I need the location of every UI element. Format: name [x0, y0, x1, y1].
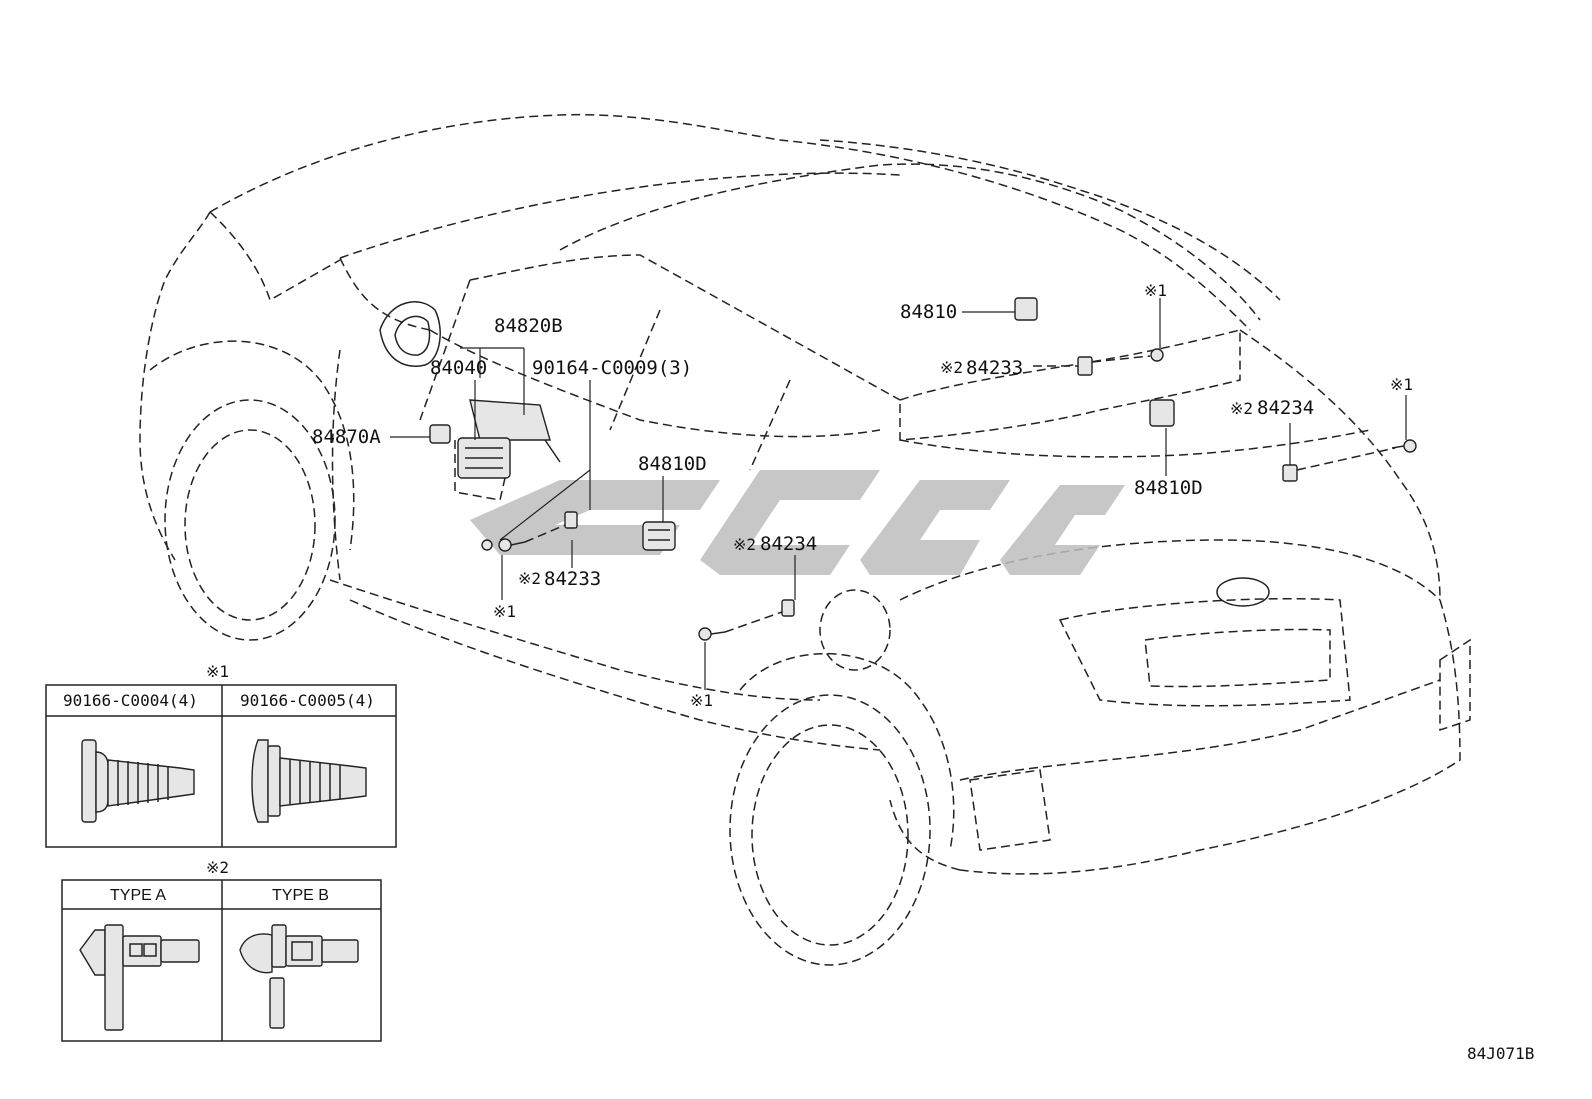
part-84040-switch-icon [454, 437, 511, 501]
label-84040: 84040 [430, 357, 487, 379]
clip-84234-mid-icon [781, 599, 795, 617]
note2-mark-84233-left: ※2 [518, 569, 541, 588]
legend-note2-table: ※2 TYPE A TYPE B [61, 858, 382, 1042]
label-84870A: 84870A [312, 426, 381, 448]
label-84810D-left: 84810D [638, 453, 707, 475]
part-84820B-panel-icon [469, 399, 561, 463]
note1-mark-mid: ※1 [690, 691, 713, 710]
part-84810-switch-icon [1014, 297, 1038, 321]
label-84234-mid: 84234 [760, 533, 817, 555]
legend1-col1-header: 90166-C0004(4) [63, 691, 198, 710]
note1-mark-top: ※1 [1144, 281, 1167, 300]
legend1-mark: ※1 [206, 662, 229, 681]
part-84810D-left-switch-icon [642, 521, 676, 551]
label-90164-C0009: 90164-C0009(3) [532, 357, 692, 379]
callout-labels: 84820B 84040 90164-C0009(3) 84870A 84810… [312, 281, 1413, 710]
clip-84233-left-icon [564, 511, 578, 529]
screw-icons [481, 348, 1417, 641]
label-84233-right: 84233 [966, 357, 1023, 379]
note1-mark-right: ※1 [1390, 375, 1413, 394]
clip-type-a-icon [79, 924, 200, 1031]
label-84810: 84810 [900, 301, 957, 323]
legend1-col2-header: 90166-C0005(4) [240, 691, 375, 710]
drawing-code: 84J071B [1467, 1044, 1534, 1063]
label-84234-right: 84234 [1257, 397, 1314, 419]
leader-lines [390, 298, 1407, 690]
part-84870A-switch-icon [429, 424, 451, 444]
legend-note1-table: ※1 90166-C0004(4) 90166-C0005(4) [45, 662, 397, 848]
legend2-col2-header: TYPE B [272, 887, 329, 904]
clip-84234-right-icon [1282, 464, 1298, 482]
label-84233-left: 84233 [544, 568, 601, 590]
bolt-90166-C0004-icon [81, 739, 195, 823]
vehicle-outline [139, 113, 1471, 966]
note1-mark-left: ※1 [493, 602, 516, 621]
legend2-col1-header: TYPE A [110, 887, 166, 904]
clip-type-b-icon [239, 924, 359, 1029]
label-84820B: 84820B [494, 315, 563, 337]
clip-84233-right-icon [1077, 356, 1093, 376]
bolt-90166-C0005-icon [251, 739, 367, 823]
legend2-mark: ※2 [206, 858, 229, 877]
note2-mark-84233-right: ※2 [940, 358, 963, 377]
label-84810D-right: 84810D [1134, 477, 1203, 499]
note2-mark-84234-mid: ※2 [733, 535, 756, 554]
part-84810D-right-switch-icon [1149, 399, 1175, 427]
note2-mark-84234-right: ※2 [1230, 399, 1253, 418]
